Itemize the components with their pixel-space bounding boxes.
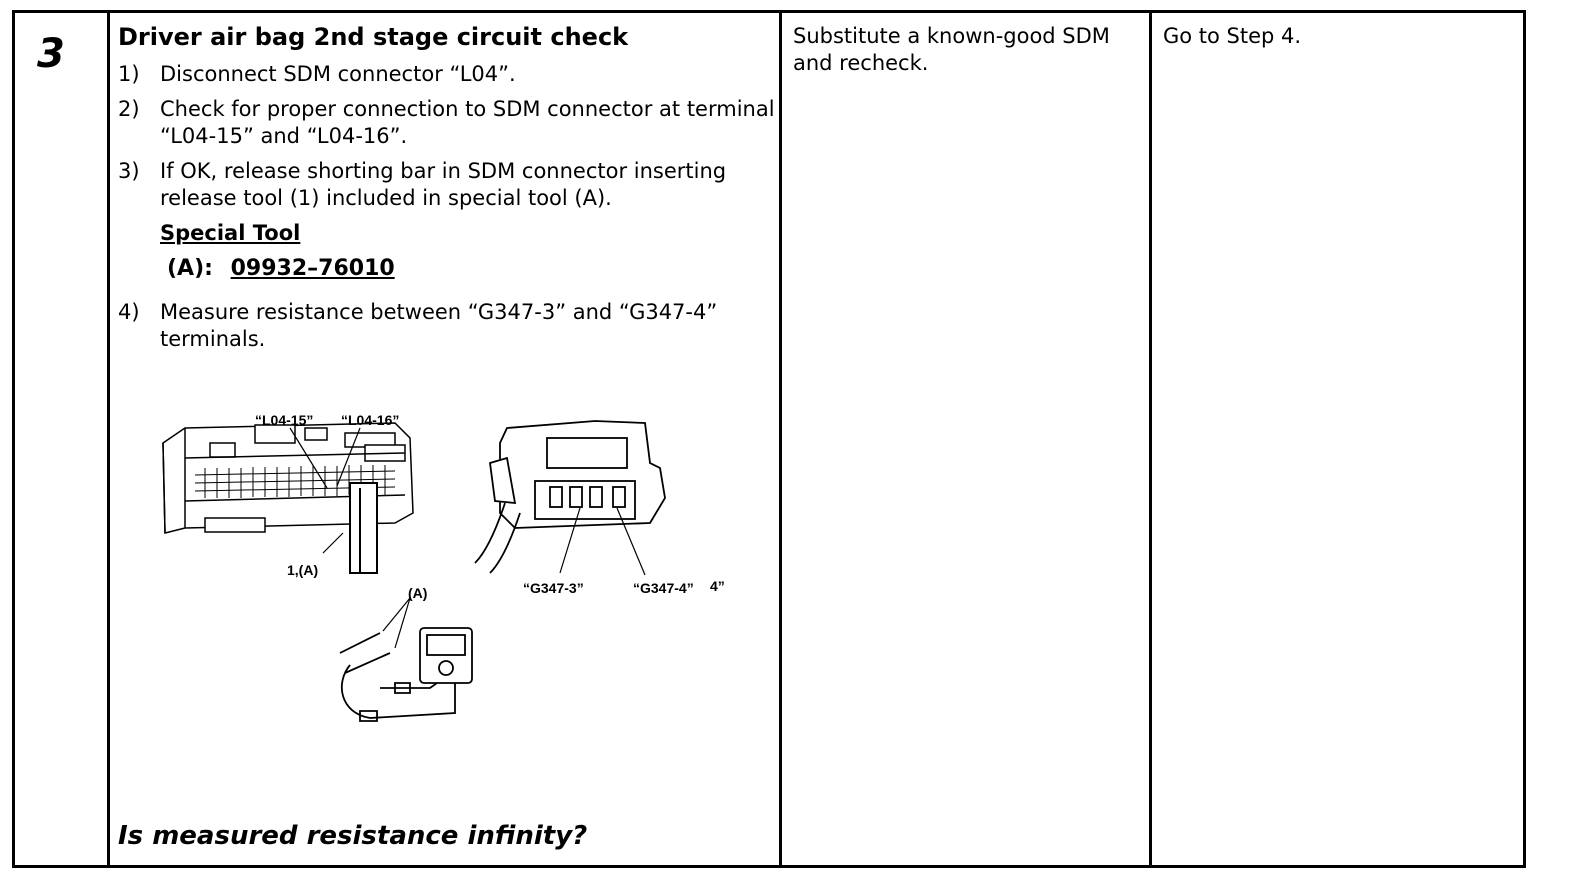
test-probes [339, 632, 456, 722]
item-number: 1) [118, 62, 140, 86]
special-tool-row: (A): 09932–76010 [167, 256, 395, 281]
connector-diagram-svg: “L04-15” “L04-16” 1,(A) [162, 412, 725, 722]
list-item: 4) Measure resistance between “G347-3” a… [118, 299, 778, 353]
item-number: 3) [118, 159, 140, 183]
g347-connector [489, 420, 666, 529]
check-question: Is measured resistance infinity? [118, 821, 588, 851]
label-l04-15: “L04-15” [255, 412, 313, 428]
column-divider [779, 13, 782, 865]
label-g347-3: “G347-3” [523, 580, 584, 596]
list-item: 1) Disconnect SDM connector “L04”. [118, 61, 778, 88]
connector-diagram: “L04-15” “L04-16” 1,(A) [155, 383, 755, 728]
list-item: 2) Check for proper connection to SDM co… [118, 96, 778, 150]
g347-leaders [559, 507, 646, 576]
ohmmeter [419, 627, 473, 684]
label-l04-16: “L04-16” [341, 412, 399, 428]
column-divider [1149, 13, 1152, 865]
release-tool [349, 482, 378, 574]
label-release-tool: 1,(A) [287, 562, 318, 578]
g347-wires [474, 502, 521, 574]
instruction-list-continued: 4) Measure resistance between “G347-3” a… [118, 299, 778, 361]
instruction-list: 1) Disconnect SDM connector “L04”. 2) Ch… [118, 61, 778, 220]
label-g347-4: “G347-4” [633, 580, 694, 596]
no-action-cell: Go to Step 4. [1163, 24, 1302, 48]
special-tool-number: 09932–76010 [230, 256, 395, 281]
connector-pins [194, 465, 396, 498]
item-text: Disconnect SDM connector “L04”. [160, 62, 516, 86]
label-stray: 4” [710, 578, 725, 594]
leader-lines [289, 427, 361, 554]
yes-action-cell: Substitute a known-good SDM and recheck. [793, 24, 1110, 75]
item-text: If OK, release shorting bar in SDM conne… [160, 159, 727, 210]
column-divider [107, 13, 110, 865]
label-probes-a: (A) [408, 585, 427, 601]
step-number: 3 [37, 31, 65, 77]
probe-leaders [382, 597, 411, 649]
item-number: 4) [118, 300, 140, 324]
procedure-table: 3 Driver air bag 2nd stage circuit check… [12, 10, 1526, 868]
step-title: Driver air bag 2nd stage circuit check [118, 23, 629, 51]
list-item: 3) If OK, release shorting bar in SDM co… [118, 158, 778, 212]
special-tool-heading: Special Tool [160, 221, 301, 245]
item-text: Check for proper connection to SDM conne… [160, 97, 775, 148]
item-text: Measure resistance between “G347-3” and … [160, 300, 718, 351]
item-number: 2) [118, 97, 140, 121]
special-tool-label: (A): [167, 256, 213, 281]
